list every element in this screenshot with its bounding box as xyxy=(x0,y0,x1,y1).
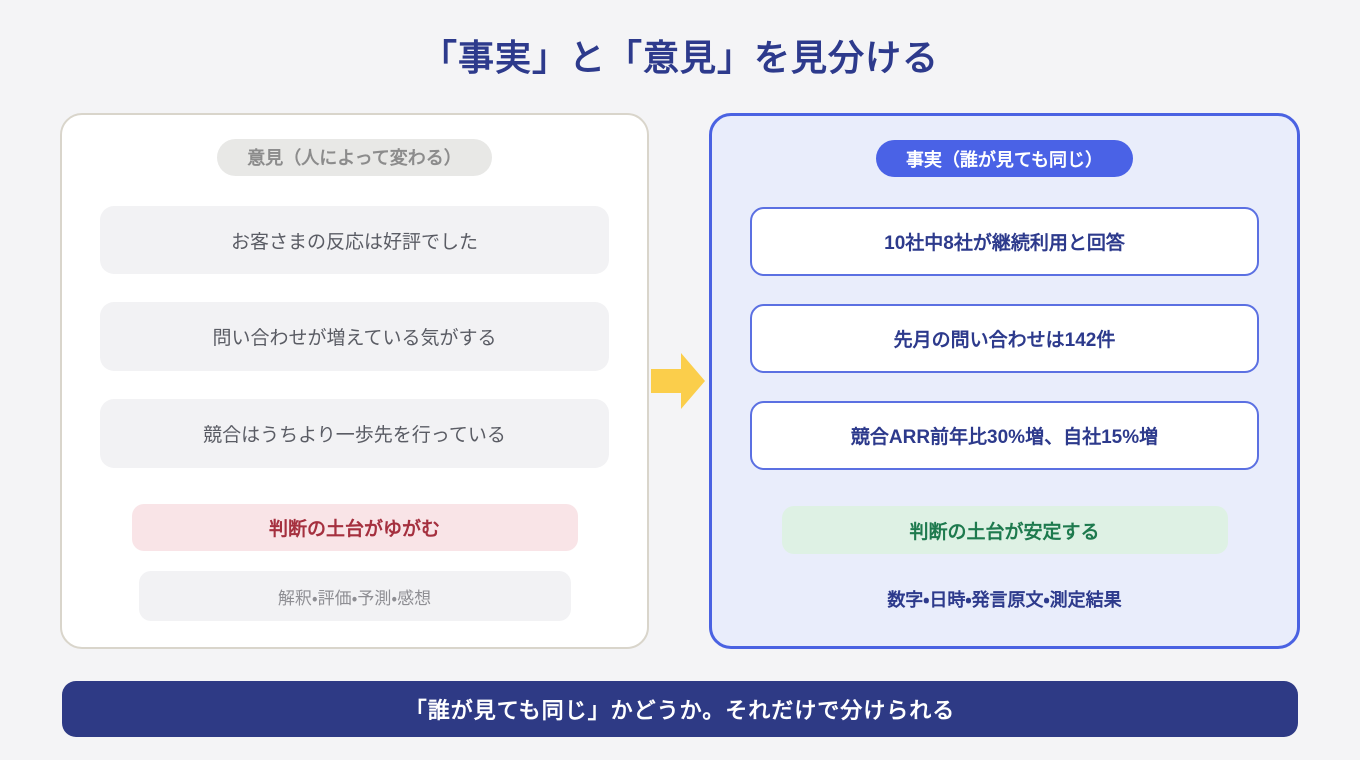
page-title: 「事実」と「意見」を見分ける xyxy=(420,37,939,78)
fact-result-label: 判断の土台が安定する xyxy=(781,506,1228,554)
opinion-badge: 意見（人によって変わる） xyxy=(217,139,492,176)
opinion-item: お客さまの反応は好評でした xyxy=(100,205,609,275)
arrow-right-icon xyxy=(651,350,707,412)
fact-item: 競合ARR前年比30%増、自社15%増 xyxy=(750,401,1259,470)
opinion-note: 解釈・評価・予測・感想 xyxy=(138,571,571,621)
fact-panel: 事実（誰が見ても同じ） 10社中8社が継続利用と回答 先月の問い合わせは142件… xyxy=(709,113,1300,649)
fact-item: 10社中8社が継続利用と回答 xyxy=(750,207,1259,276)
fact-item: 先月の問い合わせは142件 xyxy=(750,304,1259,373)
comparison-row: 意見（人によって変わる） お客さまの反応は好評でした 問い合わせが増えている気が… xyxy=(60,113,1300,649)
opinion-item: 問い合わせが増えている気がする xyxy=(100,302,609,371)
fact-badge: 事実（誰が見ても同じ） xyxy=(875,140,1134,177)
footer-message-bar: 「誰が見ても同じ」かどうか。それだけで分けられる xyxy=(62,681,1298,737)
opinion-panel: 意見（人によって変わる） お客さまの反応は好評でした 問い合わせが増えている気が… xyxy=(60,113,649,649)
opinion-result-label: 判断の土台がゆがむ xyxy=(131,503,578,552)
opinion-item: 競合はうちより一歩先を行っている xyxy=(100,398,609,468)
arrow-column xyxy=(649,113,709,649)
fact-note: 数字・日時・発言原文・測定結果 xyxy=(887,590,1122,610)
